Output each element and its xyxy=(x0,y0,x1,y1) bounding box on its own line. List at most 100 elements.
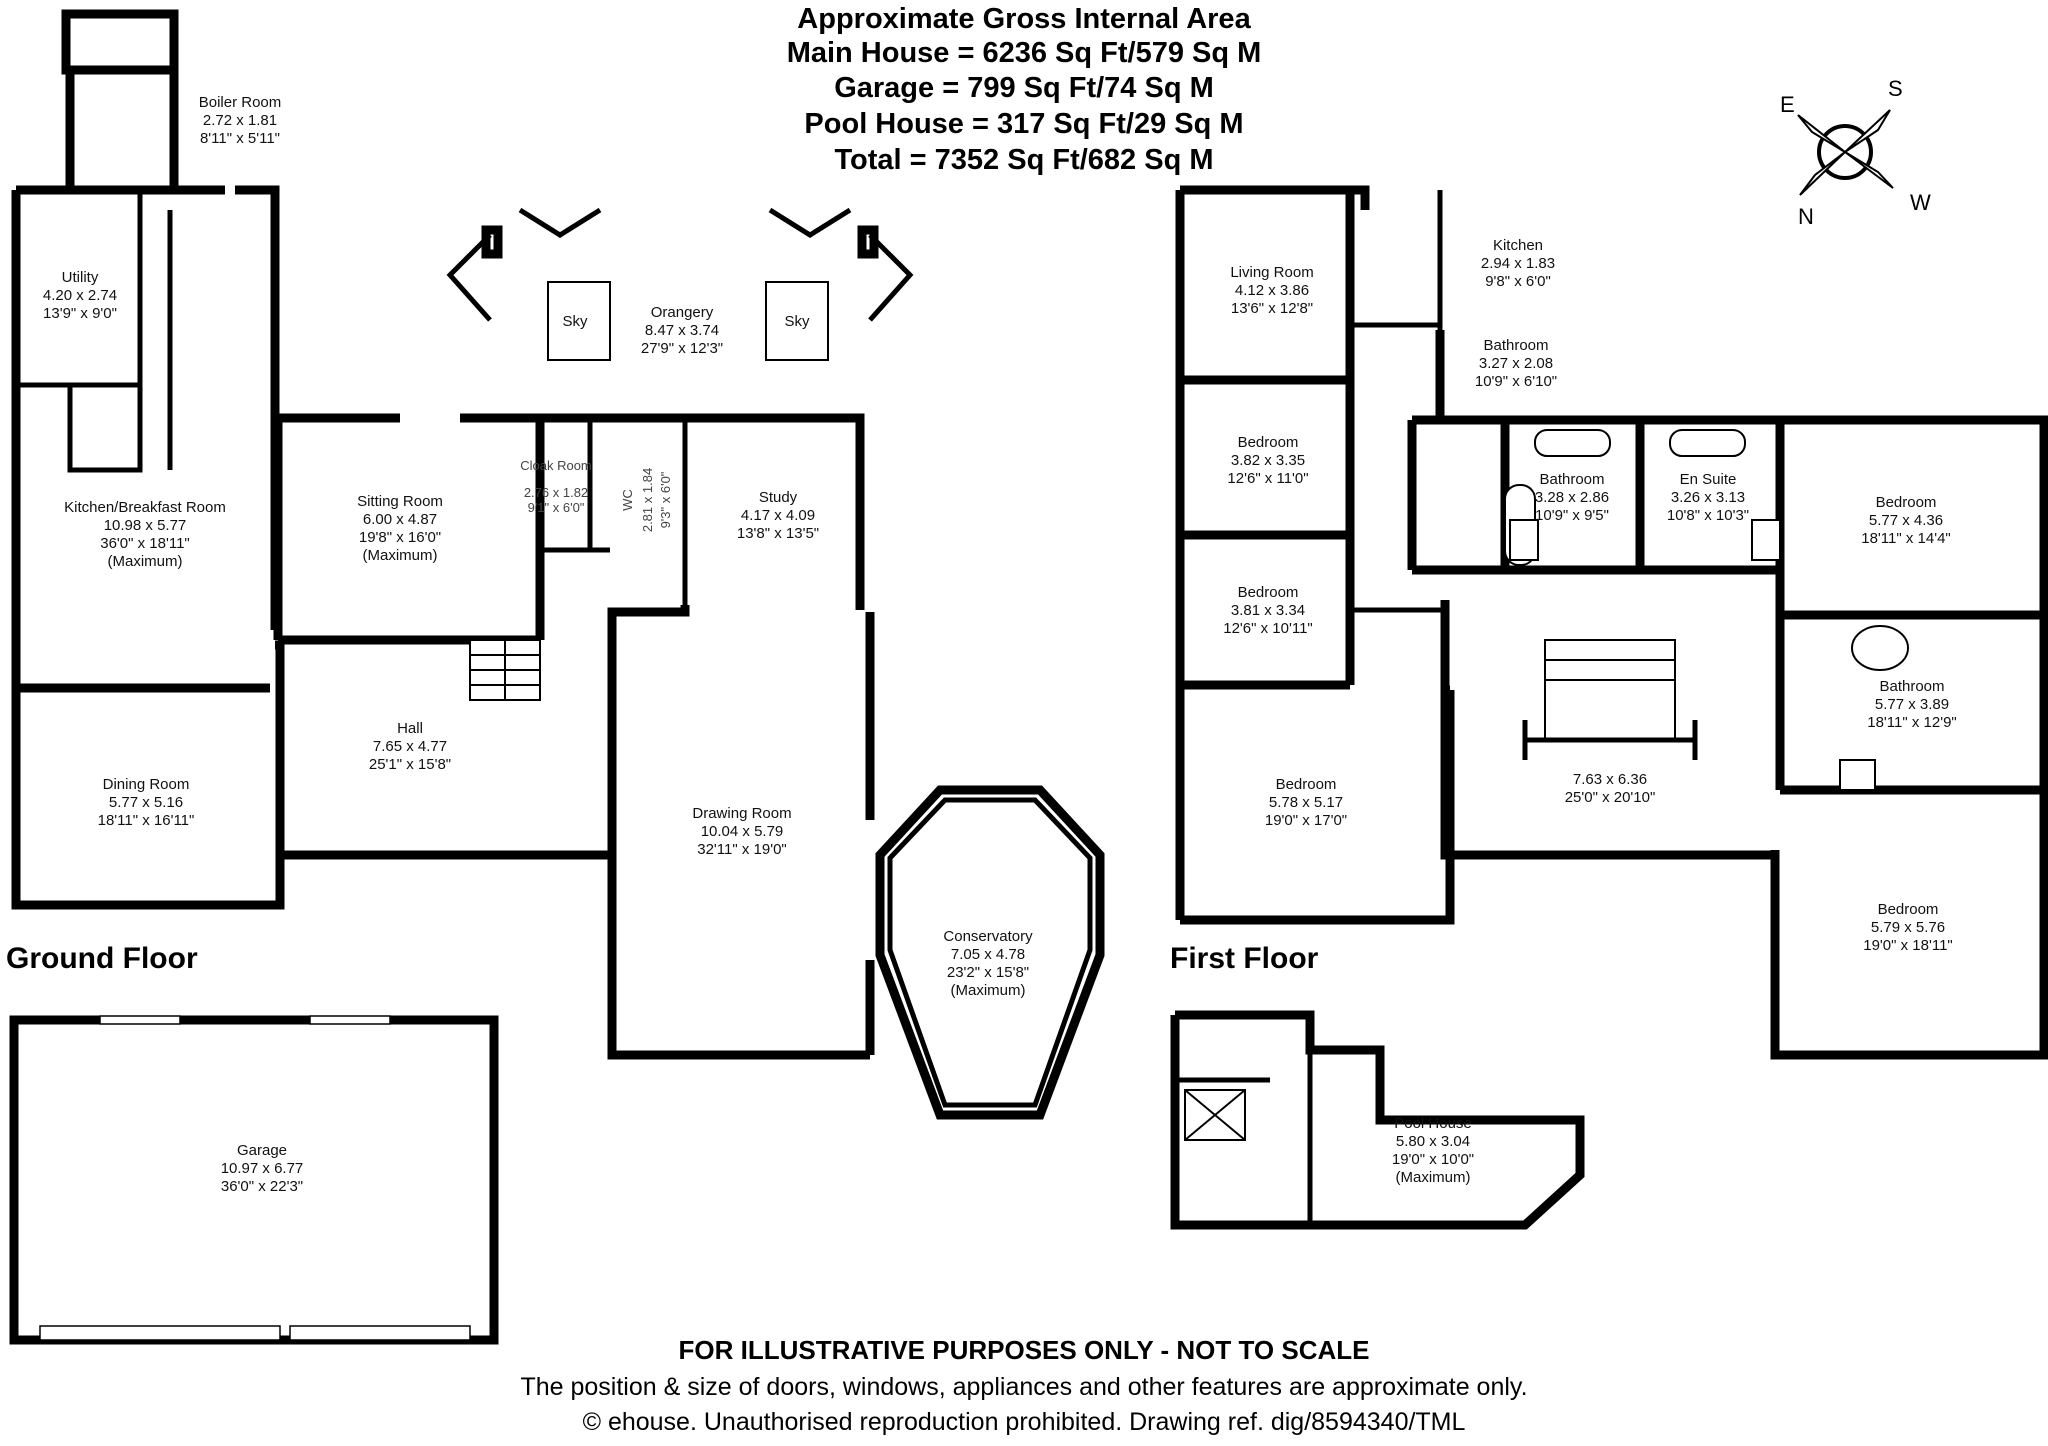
bedroom-c-metric: 3.81 x 3.34 xyxy=(1231,602,1305,619)
bathroom-mid-imperial: 10'9" x 9'5" xyxy=(1535,507,1609,524)
garage-imperial: 36'0" x 22'3" xyxy=(221,1178,303,1195)
conservatory-imperial: 23'2" x 15'8" xyxy=(947,964,1029,981)
area-total: Total = 7352 Sq Ft/682 Sq M xyxy=(834,144,1214,176)
bathroom-mid-metric: 3.28 x 2.86 xyxy=(1535,489,1609,506)
bathroom-mid-name: Bathroom xyxy=(1539,471,1604,488)
bedroom-c-name: Bedroom xyxy=(1238,584,1299,601)
pool-house-name: Pool House xyxy=(1394,1115,1472,1132)
compass: E S N W xyxy=(1780,76,1931,229)
bathroom-right-name: Bathroom xyxy=(1879,678,1944,695)
sky-left-label: Sky xyxy=(562,313,588,330)
kitchen-breakfast-metric: 10.98 x 5.77 xyxy=(104,517,187,534)
bedroom-d-metric: 5.78 x 5.17 xyxy=(1269,794,1343,811)
orangery-metric: 8.47 x 3.74 xyxy=(645,322,719,339)
cloak-metric: 2.76 x 1.82 xyxy=(524,485,588,500)
skylight-left xyxy=(547,281,611,361)
sitting-note: (Maximum) xyxy=(363,547,438,564)
kitchen-breakfast-imperial: 36'0" x 18'11" xyxy=(100,535,190,552)
en-suite-name: En Suite xyxy=(1680,471,1737,488)
footer-note: The position & size of doors, windows, a… xyxy=(520,1373,1528,1401)
landing-imperial: 25'0" x 20'10" xyxy=(1565,789,1656,806)
garage-metric: 10.97 x 6.77 xyxy=(221,1160,304,1177)
conservatory-name: Conservatory xyxy=(943,928,1033,945)
living-name: Living Room xyxy=(1230,264,1313,281)
area-garage: Garage = 799 Sq Ft/74 Sq M xyxy=(834,72,1214,104)
wc-metric: 2.81 x 1.84 xyxy=(640,468,655,532)
hall-imperial: 25'1" x 15'8" xyxy=(369,756,451,773)
bedroom-a-imperial: 12'6" x 11'0" xyxy=(1227,470,1308,487)
utility-imperial: 13'9" x 9'0" xyxy=(43,305,117,322)
en-suite-imperial: 10'8" x 10'3" xyxy=(1667,507,1749,524)
sitting-name: Sitting Room xyxy=(357,493,443,510)
bedroom-a-name: Bedroom xyxy=(1238,434,1299,451)
bathroom-right-imperial: 18'11" x 12'9" xyxy=(1867,714,1957,731)
skylight-right xyxy=(765,281,829,361)
wc-imperial: 9'3" x 6'0" xyxy=(658,471,673,528)
kitchen-ff-metric: 2.94 x 1.83 xyxy=(1481,255,1555,272)
bathroom-top-imperial: 10'9" x 6'10" xyxy=(1475,373,1557,390)
bedroom-e-metric: 5.79 x 5.76 xyxy=(1871,919,1945,936)
cloak-imperial: 9'1" x 6'0" xyxy=(528,500,585,515)
pool-house-imperial: 19'0" x 10'0" xyxy=(1392,1151,1474,1168)
pool-house-note: (Maximum) xyxy=(1396,1169,1471,1186)
utility-metric: 4.20 x 2.74 xyxy=(43,287,117,304)
landing-metric: 7.63 x 6.36 xyxy=(1573,771,1647,788)
en-suite-metric: 3.26 x 3.13 xyxy=(1671,489,1745,506)
bathroom-top-metric: 3.27 x 2.08 xyxy=(1479,355,1553,372)
garage-name: Garage xyxy=(237,1142,287,1159)
bedroom-d-name: Bedroom xyxy=(1276,776,1337,793)
hall-name: Hall xyxy=(397,720,423,737)
pool-house-walls xyxy=(1170,1010,1585,1230)
orangery-walls xyxy=(446,207,914,361)
bedroom-b-metric: 5.77 x 4.36 xyxy=(1869,512,1943,529)
study-metric: 4.17 x 4.09 xyxy=(741,507,815,524)
sky-right-label: Sky xyxy=(784,313,810,330)
drawing-imperial: 32'11" x 19'0" xyxy=(697,841,787,858)
hall-metric: 7.65 x 4.77 xyxy=(373,738,447,755)
living-imperial: 13'6" x 12'8" xyxy=(1231,300,1313,317)
kitchen-ff-imperial: 9'8" x 6'0" xyxy=(1485,273,1551,290)
conservatory-note: (Maximum) xyxy=(951,982,1026,999)
bedroom-e-imperial: 19'0" x 18'11" xyxy=(1863,937,1953,954)
room-labels: Boiler Room 2.72 x 1.81 8'11" x 5'11" Ut… xyxy=(43,94,1957,1195)
dining-metric: 5.77 x 5.16 xyxy=(109,794,183,811)
sitting-metric: 6.00 x 4.87 xyxy=(363,511,437,528)
study-name: Study xyxy=(759,489,798,506)
kitchen-ff-name: Kitchen xyxy=(1493,237,1543,254)
conservatory-metric: 7.05 x 4.78 xyxy=(951,946,1025,963)
bedroom-b-name: Bedroom xyxy=(1876,494,1937,511)
sitting-imperial: 19'8" x 16'0" xyxy=(359,529,441,546)
boiler-imperial: 8'11" x 5'11" xyxy=(200,130,280,147)
compass-s: S xyxy=(1888,76,1903,101)
bathroom-right-metric: 5.77 x 3.89 xyxy=(1875,696,1949,713)
drawing-metric: 10.04 x 5.79 xyxy=(701,823,784,840)
area-pool-house: Pool House = 317 Sq Ft/29 Sq M xyxy=(804,108,1244,140)
dining-name: Dining Room xyxy=(103,776,190,793)
bedroom-a-metric: 3.82 x 3.35 xyxy=(1231,452,1305,469)
bedroom-d-imperial: 19'0" x 17'0" xyxy=(1265,812,1347,829)
bedroom-e-name: Bedroom xyxy=(1878,901,1939,918)
area-title: Approximate Gross Internal Area xyxy=(797,3,1251,35)
cloak-name: Cloak Room xyxy=(520,458,592,473)
ground-floor-walls xyxy=(11,9,875,1060)
kitchen-breakfast-name: Kitchen/Breakfast Room xyxy=(64,499,226,516)
boiler-metric: 2.72 x 1.81 xyxy=(203,112,277,129)
drawing-name: Drawing Room xyxy=(692,805,791,822)
footer-disclaimer: FOR ILLUSTRATIVE PURPOSES ONLY - NOT TO … xyxy=(678,1335,1370,1365)
footer-copyright: © ehouse. Unauthorised reproduction proh… xyxy=(582,1408,1466,1436)
ground-floor-label: Ground Floor xyxy=(6,942,198,975)
compass-e: E xyxy=(1780,92,1795,117)
compass-n: N xyxy=(1798,204,1814,229)
orangery-imperial: 27'9" x 12'3" xyxy=(641,340,723,357)
boiler-name: Boiler Room xyxy=(199,94,282,111)
compass-w: W xyxy=(1910,190,1931,215)
bathroom-top-name: Bathroom xyxy=(1483,337,1548,354)
orangery-name: Orangery xyxy=(651,304,714,321)
conservatory-walls xyxy=(875,785,1105,1120)
bedroom-c-imperial: 12'6" x 10'11" xyxy=(1223,620,1313,637)
first-floor-label: First Floor xyxy=(1170,942,1319,975)
garage-walls xyxy=(9,1015,499,1345)
dining-imperial: 18'11" x 16'11" xyxy=(98,812,195,829)
study-imperial: 13'8" x 13'5" xyxy=(737,525,819,542)
